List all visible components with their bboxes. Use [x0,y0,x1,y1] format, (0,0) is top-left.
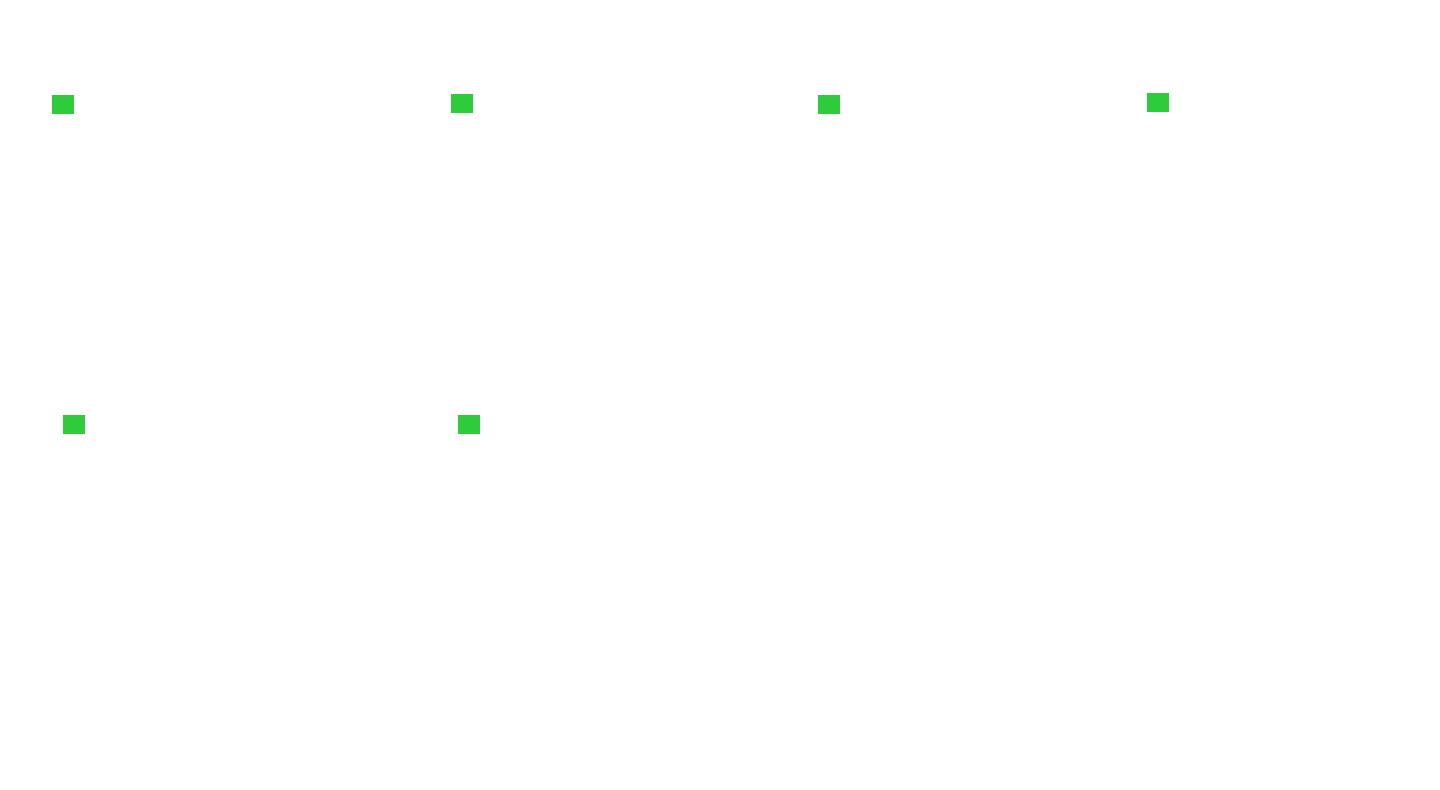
green-square-icon [1147,93,1169,112]
green-square-icon [458,415,480,434]
green-square-icon [63,415,85,434]
green-square-icon [451,94,473,113]
green-square-icon [818,95,840,114]
green-square-icon [52,95,74,114]
